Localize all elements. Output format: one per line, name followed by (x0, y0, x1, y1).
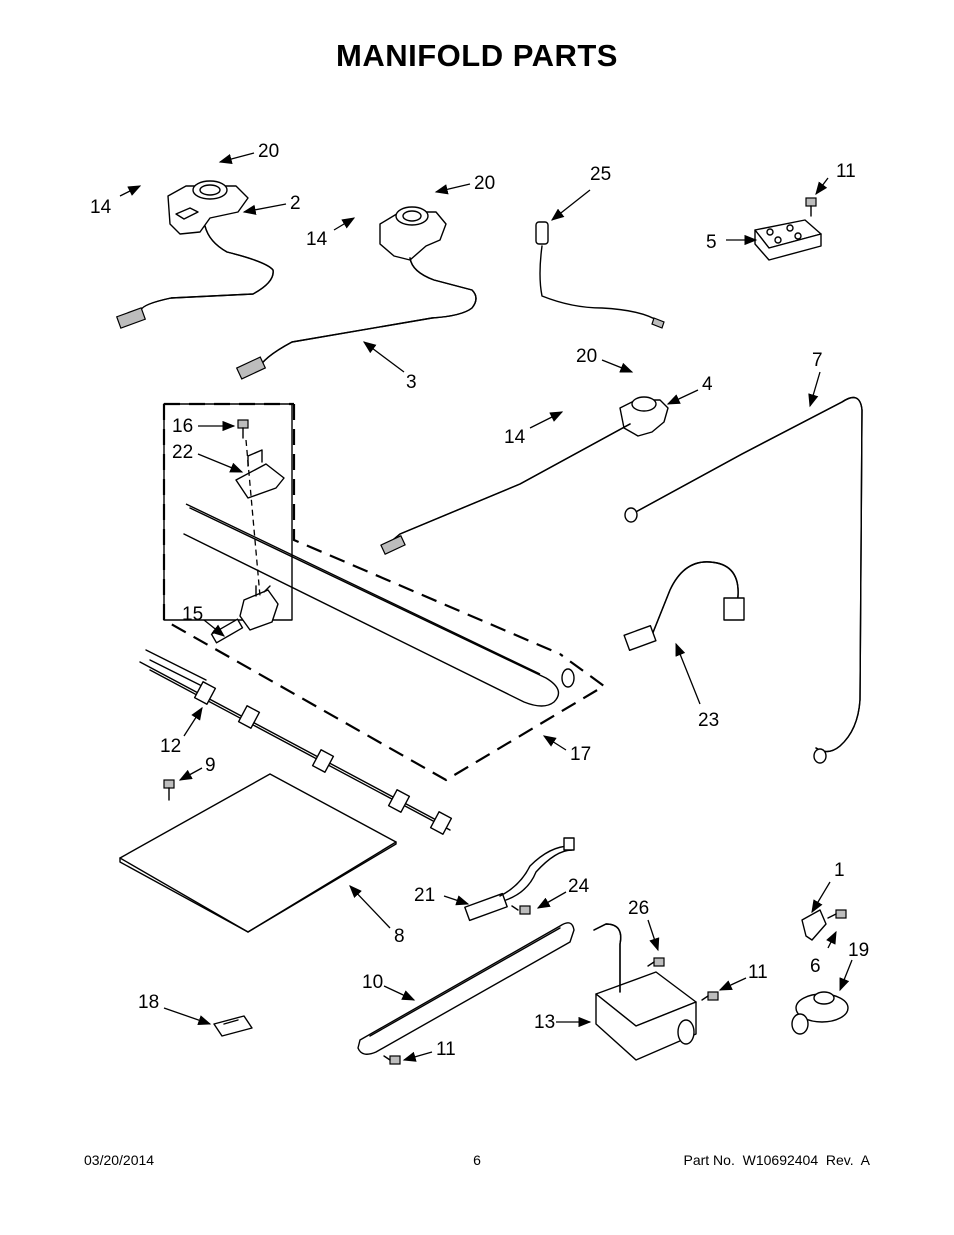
page-title: MANIFOLD PARTS (336, 38, 618, 73)
screw-24 (511, 905, 531, 915)
callout-label: 18 (138, 992, 159, 1013)
callout-label: 11 (748, 962, 768, 983)
igniter-25 (535, 221, 665, 329)
screw-11-top (805, 197, 817, 217)
callout-labels: 20 2 14 20 14 3 25 11 5 20 4 14 7 16 22 … (90, 141, 869, 1060)
regulator-19 (791, 991, 849, 1035)
callout-label: 20 (258, 141, 279, 162)
tube-7 (624, 396, 863, 764)
callout-label: 10 (362, 972, 383, 993)
callout-label: 15 (182, 604, 203, 625)
footer-date: 03/20/2014 (84, 1152, 155, 1168)
panel-8 (119, 773, 397, 933)
screw-11-bottom-right (701, 991, 719, 1001)
callout-label: 26 (628, 898, 649, 919)
terminal-block-5 (754, 219, 822, 261)
callout-label: 2 (290, 193, 301, 214)
burner-valve-4 (380, 396, 669, 555)
callout-label: 6 (810, 956, 821, 977)
harness-21 (464, 837, 575, 922)
callout-label: 20 (576, 346, 597, 367)
manifold-pipe-17 (183, 503, 575, 707)
burner-rail-12 (139, 649, 453, 835)
callout-label: 14 (306, 229, 328, 250)
screw-11-bottom-left (383, 1055, 401, 1065)
callout-label: 8 (394, 926, 405, 947)
callout-label: 25 (590, 164, 611, 185)
callout-label: 19 (848, 940, 869, 961)
callout-label: 24 (568, 876, 590, 897)
callout-label: 13 (534, 1012, 555, 1033)
callout-label: 17 (570, 744, 591, 765)
callout-label: 16 (172, 416, 193, 437)
burner-tube-10 (357, 922, 575, 1055)
screw-6 (827, 909, 847, 919)
screw-26 (647, 957, 665, 967)
callout-label: 9 (205, 755, 216, 776)
shutoff-valve-15 (210, 585, 279, 644)
screw-9 (163, 779, 175, 801)
callout-label: 7 (812, 350, 823, 371)
assembly-17-outline (162, 402, 606, 782)
burner-valve-3 (235, 206, 477, 380)
callout-label: 22 (172, 442, 193, 463)
callout-label: 5 (706, 232, 717, 253)
footer-page-number: 6 (473, 1152, 481, 1168)
callout-label: 3 (406, 372, 417, 393)
clip-18 (213, 1015, 253, 1037)
callout-label: 14 (504, 427, 526, 448)
callout-label: 11 (836, 161, 856, 182)
callout-label: 11 (436, 1039, 456, 1060)
callout-label: 21 (414, 885, 435, 906)
footer-part-number: Part No. W10692404 Rev. A (683, 1152, 870, 1168)
callout-label: 12 (160, 736, 181, 757)
callout-label: 4 (702, 374, 713, 395)
bracket-1 (801, 909, 827, 941)
burner-base-13 (593, 923, 697, 1061)
callout-label: 23 (698, 710, 719, 731)
callout-label: 20 (474, 173, 495, 194)
leader-lines (119, 152, 853, 1062)
screw-16 (237, 419, 249, 439)
elbow-pipe-23 (623, 561, 745, 652)
callout-label: 14 (90, 197, 112, 218)
callout-label: 1 (834, 860, 845, 881)
bracket-22 (235, 449, 285, 499)
burner-valve-2 (115, 180, 274, 329)
assembly-centerline (245, 439, 261, 597)
